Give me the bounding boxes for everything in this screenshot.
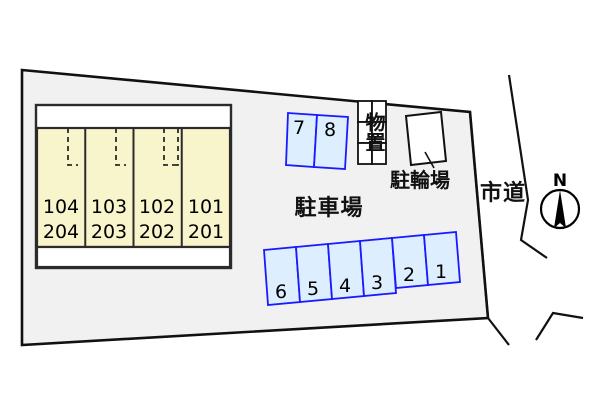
parking-stall-8-label: 8 xyxy=(324,119,336,141)
unit-label-104: 104 xyxy=(43,196,79,218)
parking-stall-6[interactable]: 6 xyxy=(263,246,301,306)
unit-label-102: 102 xyxy=(139,196,175,218)
parking-stall-4[interactable]: 4 xyxy=(327,240,365,300)
unit-labels: 104 204 103 203 102 202 101 201 xyxy=(43,196,224,243)
parking-stall-5-label: 5 xyxy=(307,278,319,300)
unit-label-203: 203 xyxy=(91,221,127,243)
bicycle-parking-label: 駐輪場 xyxy=(390,168,450,192)
unit-label-202: 202 xyxy=(139,221,175,243)
parking-stall-group-bottom: 6 5 4 3 2 1 xyxy=(263,231,461,306)
parking-stall-1-shape[interactable] xyxy=(423,231,461,286)
bicycle-parking-area: 駐輪場 xyxy=(390,110,450,192)
unit-label-204: 204 xyxy=(43,221,79,243)
storage-locker-grid xyxy=(357,100,387,165)
parking-stall-2-label: 2 xyxy=(403,264,415,286)
unit-label-103: 103 xyxy=(91,196,127,218)
bicycle-parking-leader xyxy=(424,151,435,169)
storage-area: 物置 xyxy=(357,100,387,165)
apartment-building: 104 204 103 203 102 202 101 201 xyxy=(34,103,233,270)
parking-stall-7-label: 7 xyxy=(293,117,305,139)
road-label: 市道 xyxy=(480,180,526,206)
storage-locker xyxy=(371,142,387,165)
parking-stall-1-label: 1 xyxy=(435,261,447,283)
compass-needle xyxy=(554,190,566,228)
parking-lot-label: 駐車場 xyxy=(294,195,363,221)
parking-stall-group-top: 7 8 xyxy=(285,112,349,170)
parking-stall-6-label: 6 xyxy=(275,281,287,303)
parking-stall-4-label: 4 xyxy=(339,275,351,297)
building-lower-strip xyxy=(35,245,232,269)
storage-label: 物置 xyxy=(362,111,386,152)
unit-label-201: 201 xyxy=(188,221,224,243)
unit-label-101: 101 xyxy=(188,196,224,218)
interior-partitions xyxy=(67,128,179,166)
road-lines xyxy=(468,74,584,346)
compass-north-label: N xyxy=(553,171,567,191)
parking-stall-7[interactable]: 7 xyxy=(285,112,318,168)
bicycle-parking-shape xyxy=(404,110,448,167)
parking-stall-3[interactable]: 3 xyxy=(359,237,397,297)
unit-dividers xyxy=(84,128,183,268)
parking-stall-3-label: 3 xyxy=(371,272,383,294)
parking-stall-3-shape[interactable] xyxy=(359,237,397,297)
parking-stall-2[interactable]: 2 xyxy=(391,234,429,289)
parking-stall-1[interactable]: 1 xyxy=(423,231,461,286)
parking-stall-8-shape[interactable] xyxy=(313,114,349,170)
parking-stall-5[interactable]: 5 xyxy=(295,243,333,303)
compass: N xyxy=(539,171,581,230)
parking-stall-8[interactable]: 8 xyxy=(313,114,349,170)
